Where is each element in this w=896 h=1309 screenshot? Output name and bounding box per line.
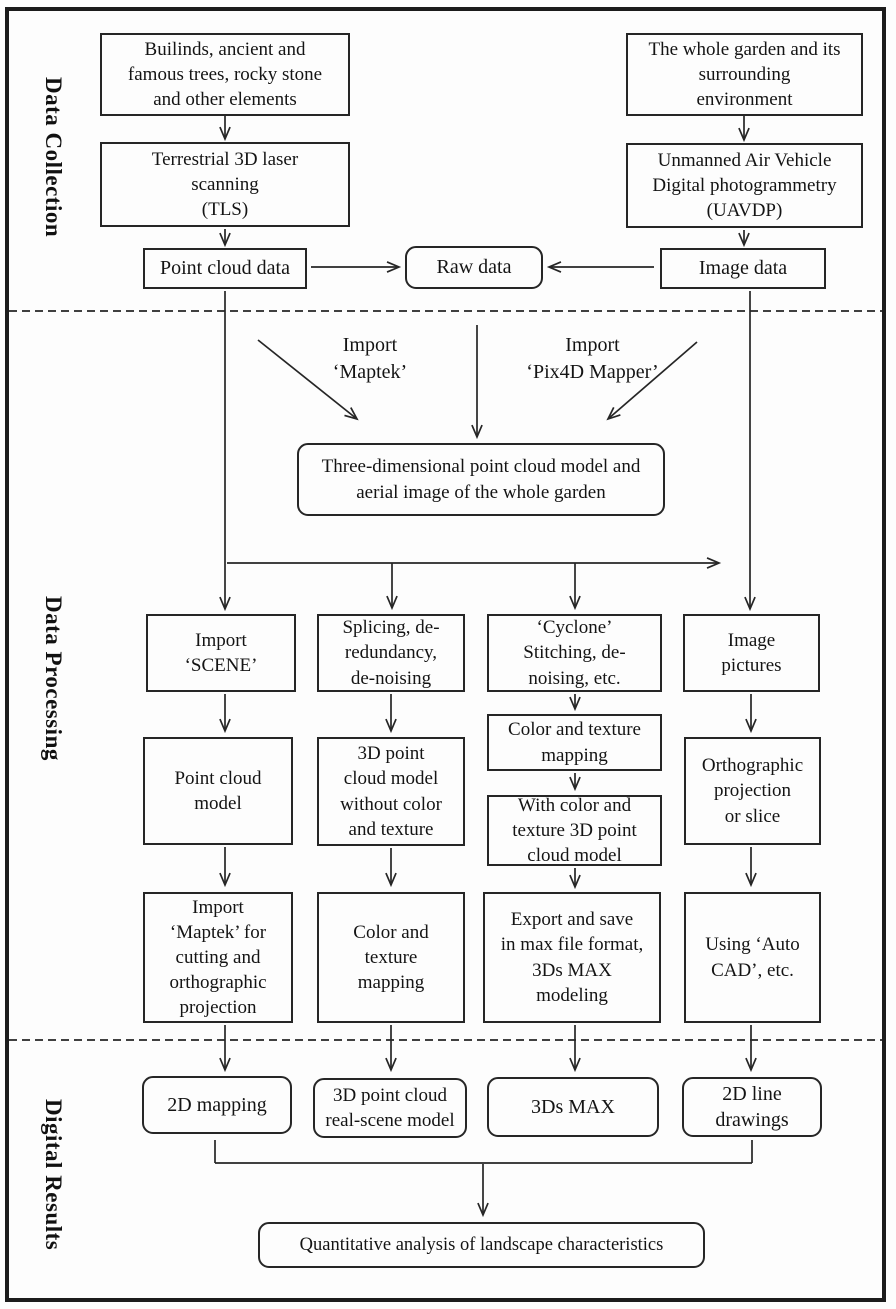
node-point-cloud-model: Point cloud model	[143, 737, 293, 845]
node-cyclone-stitching: ‘Cyclone’ Stitching, de- noising, etc.	[487, 614, 662, 692]
arrow-head	[738, 232, 750, 248]
arrow-head	[219, 1057, 231, 1073]
arrow-head	[569, 874, 581, 890]
node-with-color-texture-model: With color and texture 3D point cloud mo…	[487, 795, 662, 866]
node-export-3ds-max: Export and save in max file format, 3Ds …	[483, 892, 661, 1023]
arrow-head	[471, 424, 483, 440]
node-orthographic-projection: Orthographic projection or slice	[684, 737, 821, 845]
arrow-head	[386, 261, 402, 273]
node-import-scene: Import ‘SCENE’	[146, 614, 296, 692]
figure-border	[5, 7, 886, 1302]
node-real-scene-model: 3D point cloud real-scene model	[313, 1078, 467, 1138]
node-using-autocad: Using ‘Auto CAD’, etc.	[684, 892, 821, 1023]
section-label-digital-results: Digital Results	[41, 1099, 66, 1251]
label-import-pix4d-mapper: Import ‘Pix4D Mapper’	[526, 334, 659, 383]
arrow-head	[219, 872, 231, 888]
arrow-head	[569, 1057, 581, 1073]
node-raw-data: Raw data	[405, 246, 543, 289]
section-label-data-processing: Data Processing	[41, 595, 66, 761]
arrow-head	[744, 596, 756, 612]
node-color-texture-mapping-lower: Color and texture mapping	[317, 892, 465, 1023]
node-uavdp: Unmanned Air Vehicle Digital photogramme…	[626, 143, 863, 228]
node-2d-mapping: 2D mapping	[142, 1076, 292, 1134]
node-3ds-max: 3Ds MAX	[487, 1077, 659, 1137]
arrow-head	[344, 407, 359, 421]
node-garden-environment: The whole garden and its surrounding env…	[626, 33, 863, 116]
arrow-head	[219, 126, 231, 142]
arrow-head	[706, 557, 722, 569]
arrow-head	[386, 595, 398, 611]
arrow-head	[738, 127, 750, 143]
arrow-head	[745, 718, 757, 734]
node-splicing-denoising: Splicing, de- redundancy, de-noising	[317, 614, 465, 692]
arrow-head	[606, 406, 621, 421]
node-image-pictures: Image pictures	[683, 614, 820, 692]
node-import-maptek-cutting: Import ‘Maptek’ for cutting and orthogra…	[143, 892, 293, 1023]
arrow-head	[385, 718, 397, 734]
node-point-cloud-data: Point cloud data	[143, 248, 307, 289]
arrow-head	[745, 1057, 757, 1073]
node-tls: Terrestrial 3D laser scanning (TLS)	[100, 142, 350, 227]
arrow-head	[569, 776, 581, 792]
arrow-head	[569, 595, 581, 611]
node-color-texture-mapping-upper: Color and texture mapping	[487, 714, 662, 771]
arrow-head	[546, 261, 562, 273]
arrow-line	[607, 341, 698, 420]
arrow-head	[219, 596, 231, 612]
arrow-head	[219, 232, 231, 248]
arrow-head	[477, 1202, 489, 1218]
arrow-head	[385, 1057, 397, 1073]
node-quantitative-analysis: Quantitative analysis of landscape chara…	[258, 1222, 705, 1268]
arrow-head	[569, 696, 581, 712]
arrow-head	[745, 872, 757, 888]
node-buildings-elements: Builinds, ancient and famous trees, rock…	[100, 33, 350, 116]
section-label-data-collection: Data Collection	[41, 77, 66, 238]
node-image-data: Image data	[660, 248, 826, 289]
arrow-head	[385, 872, 397, 888]
label-import-maptek: Import ‘Maptek’	[332, 334, 408, 383]
node-3d-point-cloud-aerial-image: Three-dimensional point cloud model and …	[297, 443, 665, 516]
arrow-head	[219, 718, 231, 734]
arrow-line	[257, 339, 358, 420]
node-2d-line-drawings: 2D line drawings	[682, 1077, 822, 1137]
node-model-without-color: 3D point cloud model without color and t…	[317, 737, 465, 846]
